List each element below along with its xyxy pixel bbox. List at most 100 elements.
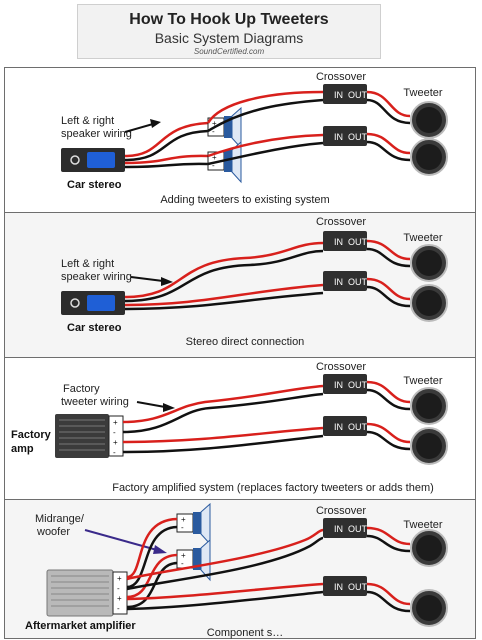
panel-caption: Component s… xyxy=(207,627,283,639)
tweeter-label: Tweeter xyxy=(403,232,442,244)
tweeter-upper xyxy=(410,529,448,567)
wire-black xyxy=(366,590,411,613)
svg-text:+: + xyxy=(212,153,217,162)
svg-text:-: - xyxy=(212,127,215,136)
svg-text:+: + xyxy=(181,551,186,560)
wire-black xyxy=(122,434,324,454)
site-credit: SoundCertified.com xyxy=(193,47,265,56)
diagram-panel-aftermarket-amp: Crossover Tweeter Midrange/ woofer + - +… xyxy=(4,499,476,639)
wiring-label-line2: tweeter wiring xyxy=(61,396,129,408)
wire-black xyxy=(207,98,324,133)
factory-amplifier: + - + - xyxy=(55,414,124,458)
tweeter-label: Tweeter xyxy=(403,519,442,531)
crossover-upper: IN OUT xyxy=(323,231,368,251)
svg-text:OUT: OUT xyxy=(348,237,368,247)
tweeter-lower xyxy=(410,427,448,465)
wiring-label-line1: Midrange/ xyxy=(35,513,85,525)
source-label-line2: amp xyxy=(11,443,34,455)
wire-red xyxy=(126,528,324,581)
wire-red xyxy=(366,422,411,444)
wire-red xyxy=(124,121,209,158)
svg-text:OUT: OUT xyxy=(348,132,368,142)
source-label-line1: Factory xyxy=(11,429,52,441)
wiring-label-line2: woofer xyxy=(36,526,70,538)
wire-black xyxy=(124,129,209,162)
svg-text:OUT: OUT xyxy=(348,524,368,534)
crossover-upper: IN OUT xyxy=(323,374,368,394)
svg-text:-: - xyxy=(113,448,116,457)
speaker-upper: + - xyxy=(207,106,242,150)
crossover-label: Crossover xyxy=(316,505,366,517)
stereo-knob xyxy=(70,298,80,308)
wire-red xyxy=(366,90,411,118)
crossover-label: Crossover xyxy=(316,361,366,373)
wire-red xyxy=(366,380,411,404)
wire-black xyxy=(366,388,411,411)
wire-black xyxy=(366,247,411,268)
wiring-label-line1: Factory xyxy=(63,383,100,395)
svg-text:-: - xyxy=(212,161,215,170)
crossover-lower: IN OUT xyxy=(323,271,368,291)
tweeter-upper xyxy=(410,387,448,425)
tweeter-upper xyxy=(410,101,448,139)
wiring-label-line1: Left & right xyxy=(61,115,114,127)
wire-red xyxy=(206,90,324,124)
svg-text:-: - xyxy=(117,604,120,613)
arrow-head xyxy=(153,545,167,554)
crossover-label: Crossover xyxy=(316,216,366,228)
svg-text:+: + xyxy=(181,515,186,524)
svg-text:-: - xyxy=(117,584,120,593)
svg-text:+: + xyxy=(212,119,217,128)
wire-black xyxy=(122,392,324,434)
svg-text:IN: IN xyxy=(334,582,343,592)
wire-red xyxy=(366,582,411,606)
midrange-speaker-lower: + - xyxy=(176,538,211,582)
wiring-label-line2: speaker wiring xyxy=(61,128,132,140)
wiring-label-line1: Left & right xyxy=(61,258,114,270)
tweeter-label: Tweeter xyxy=(403,375,442,387)
arrow-head xyxy=(161,277,173,286)
tweeter-label: Tweeter xyxy=(403,87,442,99)
wire-red xyxy=(207,133,324,158)
svg-text:OUT: OUT xyxy=(348,422,368,432)
wire-black xyxy=(366,430,411,451)
wire-black xyxy=(126,536,324,591)
wire-red xyxy=(126,517,178,579)
diagram-1-drawing: Crossover Tweeter Left & right speaker w… xyxy=(61,71,448,206)
aftermarket-amplifier: + - + - xyxy=(46,569,128,617)
svg-text:-: - xyxy=(113,428,116,437)
wire-red xyxy=(366,132,411,155)
wire-red xyxy=(126,553,178,599)
wire-red xyxy=(124,283,324,307)
arrow-head xyxy=(150,119,161,128)
svg-text:IN: IN xyxy=(334,524,343,534)
wire-red xyxy=(122,426,324,444)
wire-black xyxy=(207,141,324,166)
svg-text:OUT: OUT xyxy=(348,277,368,287)
diagram-panel-factory-amplified: Crossover Tweeter Factory tweeter wiring… xyxy=(4,357,476,500)
wire-red xyxy=(366,277,411,301)
pointer-arrow xyxy=(136,401,166,408)
wire-black xyxy=(366,285,411,308)
wire-black xyxy=(124,291,324,311)
svg-text:+: + xyxy=(113,418,118,427)
page-subtitle: Basic System Diagrams xyxy=(154,30,304,46)
svg-text:IN: IN xyxy=(334,277,343,287)
wire-red xyxy=(126,582,324,601)
tweeter-lower xyxy=(410,138,448,176)
wire-black xyxy=(126,561,178,609)
midrange-speaker-upper: + - xyxy=(176,502,211,546)
wire-red xyxy=(124,154,209,165)
stereo-display xyxy=(87,295,115,311)
pointer-arrow xyxy=(130,276,164,282)
svg-text:OUT: OUT xyxy=(348,90,368,100)
diagram-panel-adding-tweeters: Crossover Tweeter Left & right speaker w… xyxy=(4,67,476,213)
source-label: Car stereo xyxy=(67,179,122,191)
arrow-head xyxy=(163,403,175,412)
title-banner: How To Hook Up Tweeters Basic System Dia… xyxy=(77,4,381,59)
page-title: How To Hook Up Tweeters xyxy=(129,11,329,28)
source-label: Car stereo xyxy=(67,322,122,334)
crossover-label: Crossover xyxy=(316,71,366,83)
panel-caption: Adding tweeters to existing system xyxy=(160,194,329,206)
svg-text:IN: IN xyxy=(334,380,343,390)
